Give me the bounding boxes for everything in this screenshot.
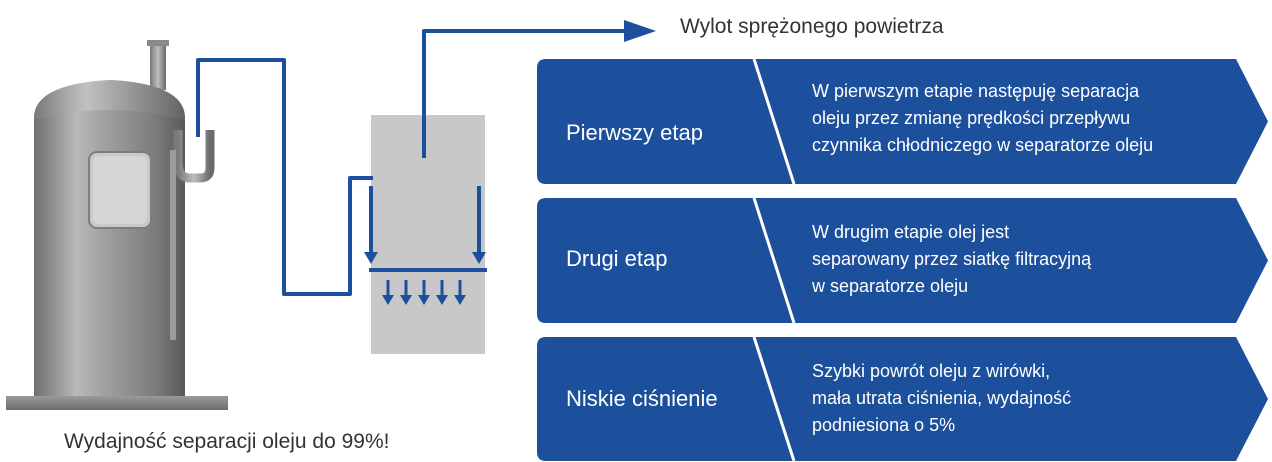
inlet-pipe-line bbox=[196, 58, 373, 296]
separator-tank-image bbox=[6, 40, 228, 410]
stage-2-desc-line: W drugim etapie olej jest bbox=[812, 222, 1010, 242]
side-pipe bbox=[173, 130, 215, 183]
tank-window-inner bbox=[93, 156, 147, 224]
stage-1-chevron bbox=[537, 59, 1268, 184]
stage-2-title: Drugi etap bbox=[566, 246, 668, 271]
stage-1-desc-line: oleju przez zmianę prędkości przepływu bbox=[812, 108, 1131, 128]
stage-2-divider bbox=[752, 197, 796, 324]
stage-2-chevron bbox=[537, 198, 1268, 323]
separation-chamber bbox=[371, 115, 485, 354]
stage-1-description: W pierwszym etapie następuję separacja o… bbox=[812, 78, 1153, 159]
stage-3-divider bbox=[752, 336, 796, 462]
outlet-label: Wylot sprężonego powietrza bbox=[680, 15, 944, 38]
stage-1-divider bbox=[752, 58, 796, 185]
tank-body bbox=[34, 80, 185, 396]
arrow-down-icon bbox=[382, 295, 394, 305]
stage-1-desc-line: czynnika chłodniczego w separatorze olej… bbox=[812, 135, 1154, 155]
stage-2-desc-line: w separatorze oleju bbox=[812, 276, 969, 296]
stage-1-title: Pierwszy etap bbox=[566, 120, 703, 145]
stage-3-desc-line: mała utrata ciśnienia, wydajność bbox=[812, 388, 1072, 408]
flow-lines bbox=[196, 20, 656, 296]
top-pipe bbox=[150, 40, 166, 90]
arrow-down-icon bbox=[418, 295, 430, 305]
arrow-down-icon bbox=[364, 252, 378, 264]
tank-dome bbox=[34, 80, 185, 120]
stage-3-description: Szybki powrót oleju z wirówki, mała utra… bbox=[812, 358, 1071, 439]
stage-3-desc-line: Szybki powrót oleju z wirówki, bbox=[812, 361, 1051, 381]
arrow-down-icon bbox=[454, 295, 466, 305]
stage-3-title: Niskie ciśnienie bbox=[566, 386, 718, 411]
stage-1-desc-line: W pierwszym etapie następuję separacja bbox=[812, 81, 1140, 101]
arrow-down-icon bbox=[436, 295, 448, 305]
top-pipe-cap bbox=[147, 40, 169, 46]
small-down-arrows bbox=[382, 280, 466, 305]
outlet-arrow-icon bbox=[624, 20, 656, 42]
efficiency-caption: Wydajność separacji oleju do 99%! bbox=[64, 430, 390, 453]
stage-3-desc-line: podniesiona o 5% bbox=[812, 415, 956, 435]
stage-2-desc-line: separowany przez siatkę filtracyjną bbox=[812, 249, 1092, 269]
stage-chevrons bbox=[537, 58, 1268, 462]
arrow-down-icon bbox=[472, 252, 486, 264]
stage-2-description: W drugim etapie olej jest separowany prz… bbox=[812, 219, 1091, 300]
sight-tube bbox=[170, 150, 176, 340]
stage-3-chevron bbox=[537, 337, 1268, 461]
tank-base bbox=[6, 396, 228, 410]
arrow-down-icon bbox=[400, 295, 412, 305]
outlet-pipe-line bbox=[422, 29, 626, 158]
